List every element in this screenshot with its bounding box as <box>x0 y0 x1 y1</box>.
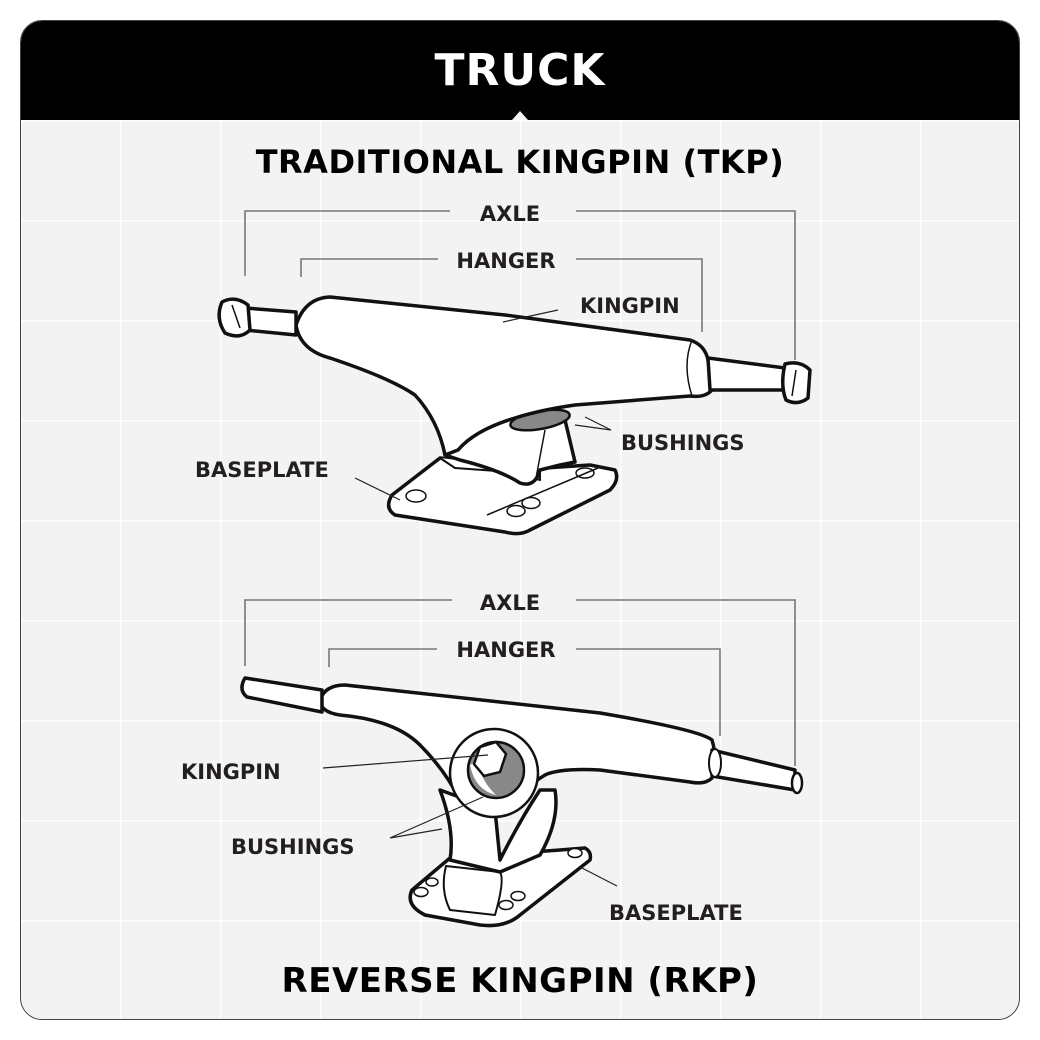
rkp-kingpin-nut <box>472 740 508 778</box>
rkp-baseplate-leader <box>579 866 618 887</box>
rkp-label-bushings: BUSHINGS <box>231 835 355 859</box>
tkp-bushings-leader <box>574 416 612 431</box>
rkp-hanger-leader-left <box>328 648 437 667</box>
tkp-label-hanger: HANGER <box>456 249 555 273</box>
rkp-axle-left <box>240 676 324 714</box>
rkp-label-axle: AXLE <box>480 591 540 615</box>
rkp-axle-leader-left <box>244 599 452 666</box>
rkp-label-baseplate: BASEPLATE <box>609 901 743 925</box>
rkp-axle-right <box>710 748 797 792</box>
rkp-diagram: AXLE HANGER KINGPIN BUSHINGS BASEPLATE <box>181 591 804 928</box>
rkp-bushings-leader <box>389 796 484 839</box>
tkp-axle-nut-left <box>217 297 252 338</box>
rkp-label-kingpin: KINGPIN <box>181 760 281 784</box>
rkp-axle-washer <box>708 748 722 778</box>
tkp-hanger-leader-right <box>576 258 703 332</box>
tkp-axle-left <box>243 306 298 337</box>
rkp-axle-end <box>790 771 804 795</box>
rkp-label-hanger: HANGER <box>456 638 555 662</box>
tkp-diagram: AXLE HANGER KINGPIN BUSHINGS BASEPLATE <box>195 202 812 536</box>
tkp-baseplate-leader <box>354 477 401 501</box>
rkp-hanger-leader-right <box>576 648 721 736</box>
rkp-kingpin-leader <box>322 754 489 769</box>
rkp-baseplate <box>408 846 593 928</box>
rkp-section-title: REVERSE KINGPIN (RKP) <box>281 961 759 1001</box>
tkp-kingpin-leader <box>502 309 559 323</box>
header-bar: TRUCK <box>21 21 1019 120</box>
header-notch <box>512 111 528 120</box>
tkp-label-kingpin: KINGPIN <box>580 294 680 318</box>
tkp-axle-leader-left <box>244 210 450 276</box>
tkp-label-axle: AXLE <box>480 202 540 226</box>
tkp-axle-leader-right <box>576 210 796 360</box>
tkp-axle-right <box>706 356 787 392</box>
tkp-hanger-leader-left <box>300 258 438 277</box>
tkp-section-title: TRADITIONAL KINGPIN (TKP) <box>255 143 785 181</box>
tkp-axle-nut-right <box>781 361 812 405</box>
page-title: TRUCK <box>434 45 606 96</box>
tkp-hanger <box>294 295 714 457</box>
tkp-label-bushings: BUSHINGS <box>621 431 745 455</box>
rkp-axle-leader-right <box>576 599 796 766</box>
tkp-label-baseplate: BASEPLATE <box>195 458 329 482</box>
